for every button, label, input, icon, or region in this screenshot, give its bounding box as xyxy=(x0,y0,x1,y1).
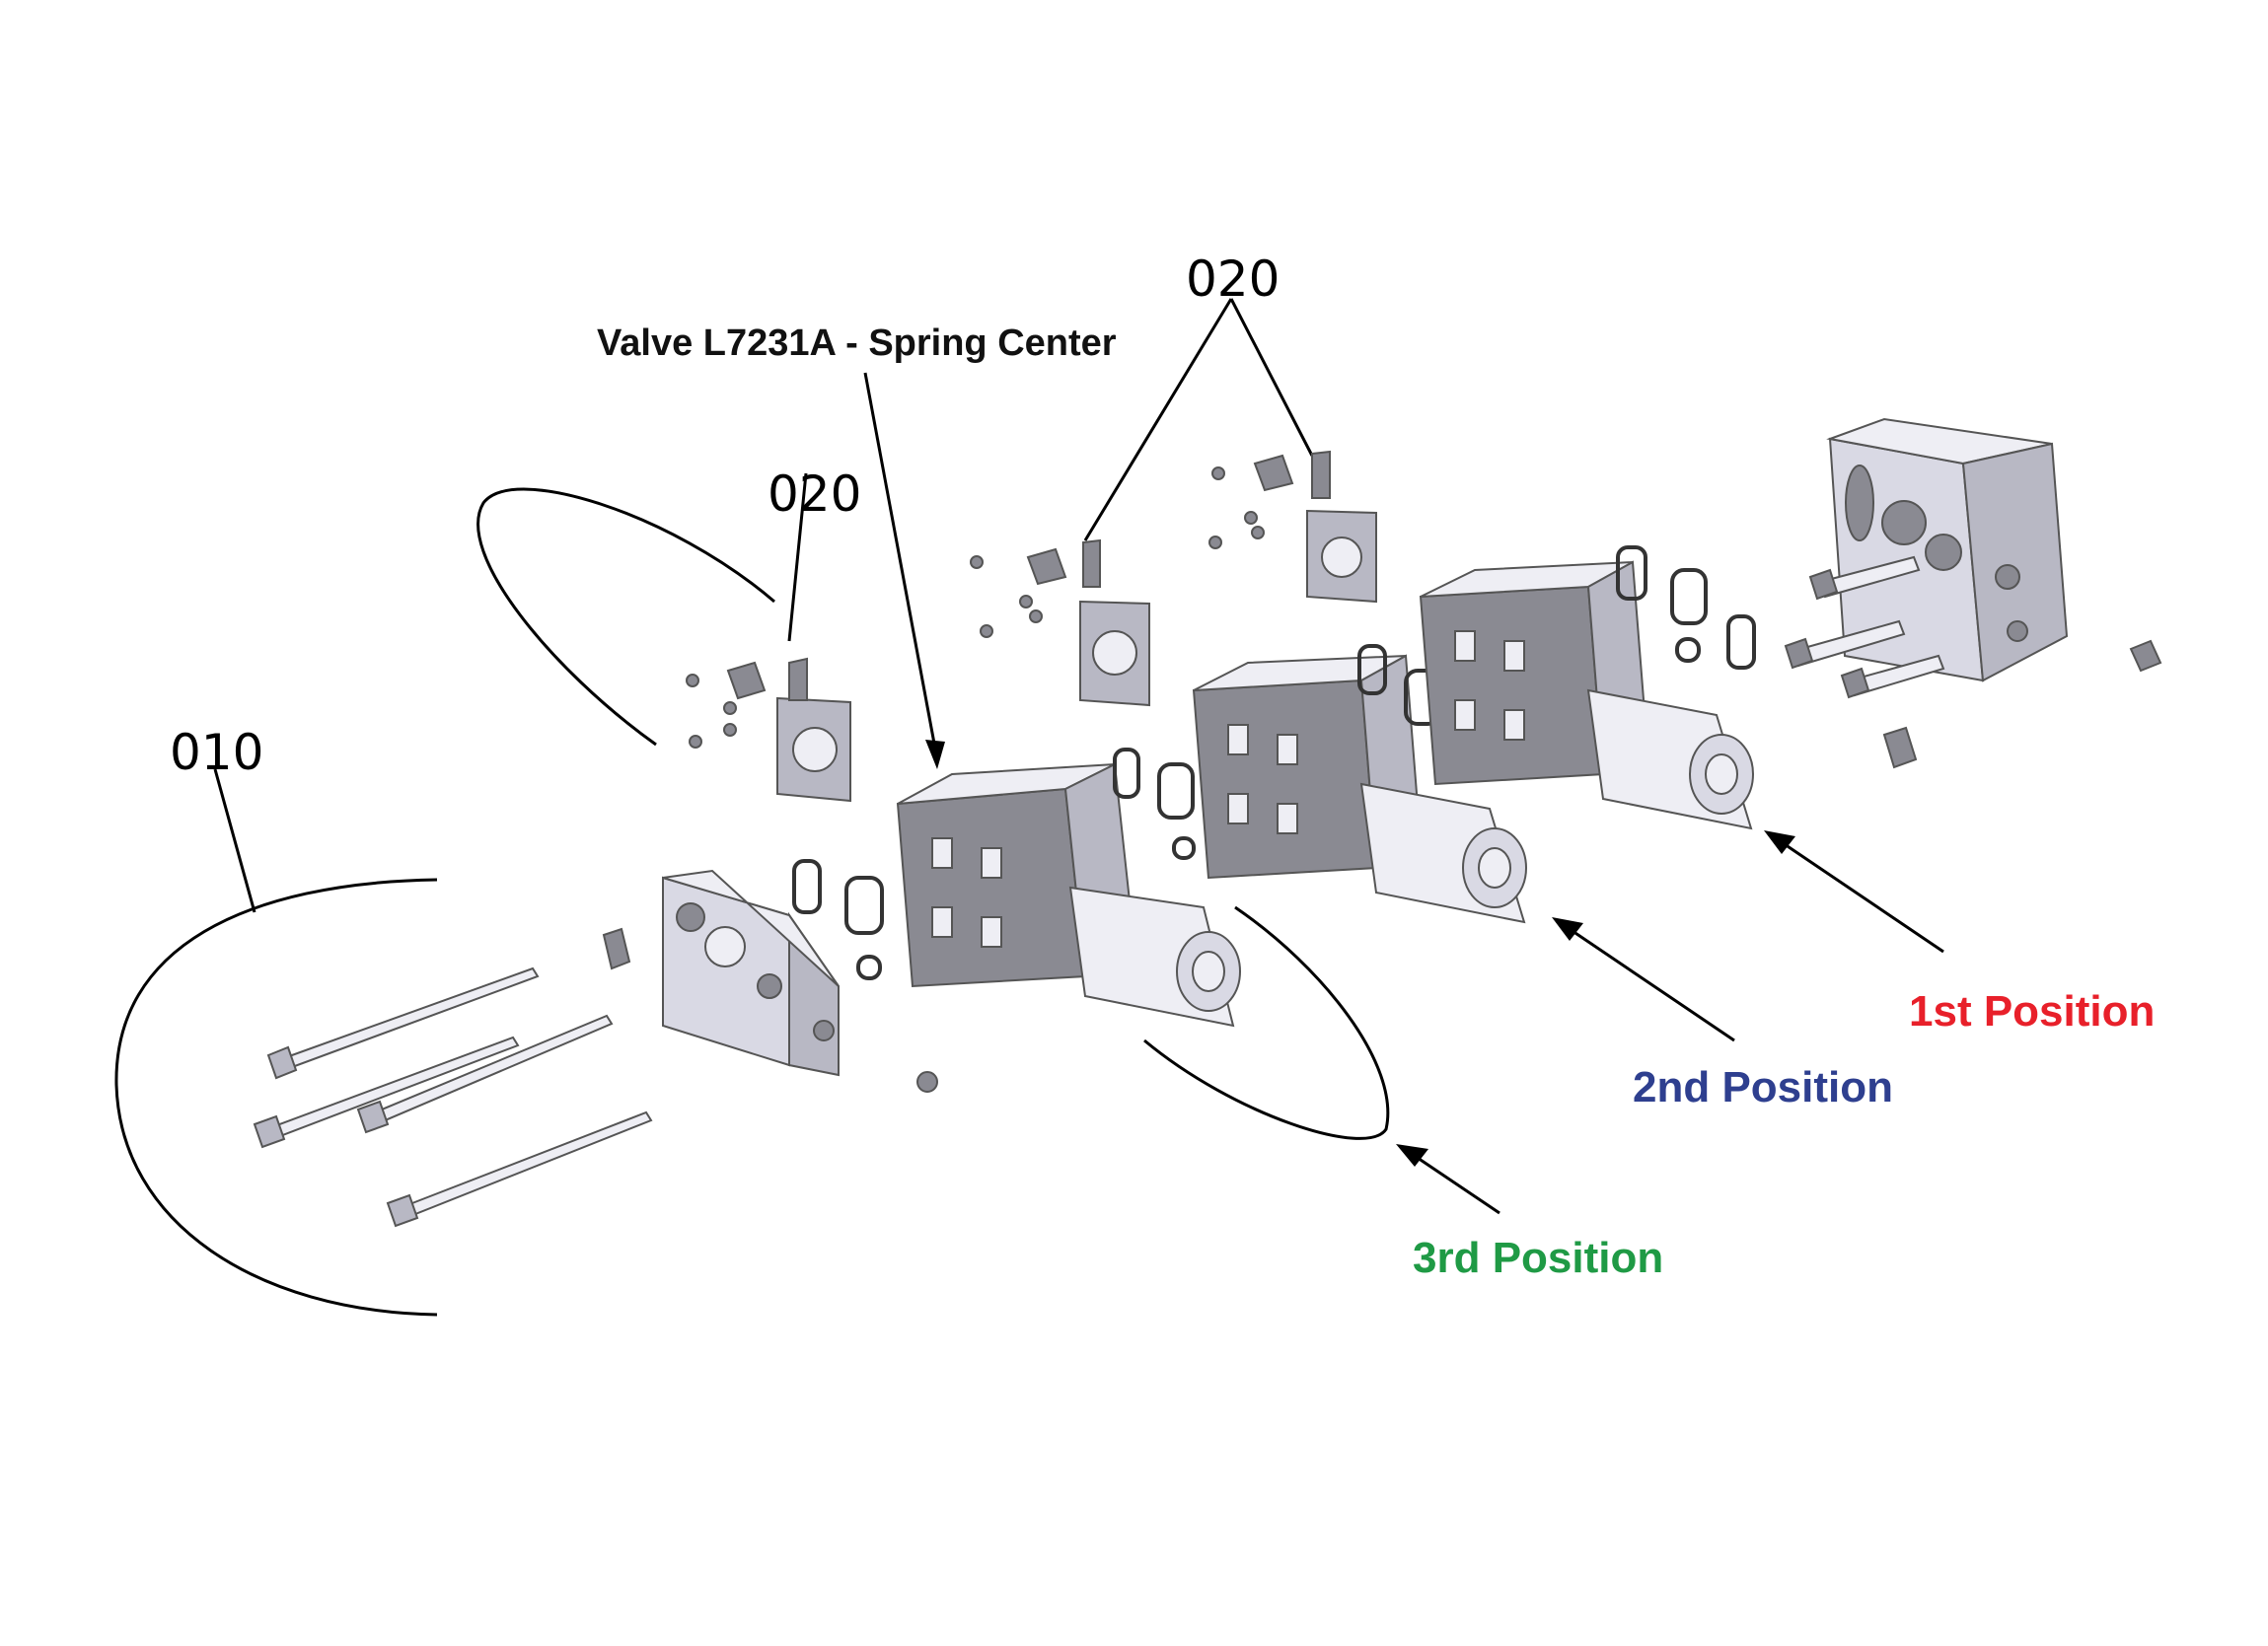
label-3rd-position: 3rd Position xyxy=(1413,1234,1663,1282)
callout-020-left-bracket xyxy=(476,487,775,747)
end-plate xyxy=(662,869,840,1077)
callout-020-left: 020 xyxy=(768,465,861,523)
callout-010-leader xyxy=(213,768,256,913)
arrow-3rd-position xyxy=(1396,1144,1500,1215)
label-1st-position: 1st Position xyxy=(1909,987,2155,1036)
tie-rod-1 xyxy=(266,966,540,1080)
seal-set-inlet xyxy=(1616,545,1756,670)
tie-rod-set xyxy=(253,966,653,1228)
title-leader-line xyxy=(863,372,939,760)
inlet-end-block xyxy=(1784,417,2069,699)
title-leader-arrowhead xyxy=(925,740,945,769)
end-plate-nut xyxy=(602,927,631,970)
arrow-2nd-position xyxy=(1552,917,1735,1042)
callout-010-bracket xyxy=(114,878,438,1317)
arrow-1st-position xyxy=(1764,830,1944,954)
tie-rod-2 xyxy=(253,1036,520,1149)
diagram-title: Valve L7231A - Spring Center xyxy=(597,322,1117,364)
callout-020-top-leader-b xyxy=(1229,298,1314,457)
loose-nut-left xyxy=(916,1071,938,1093)
tie-rod-4 xyxy=(386,1110,653,1228)
label-2nd-position: 2nd Position xyxy=(1633,1063,1893,1111)
inlet-nut-right xyxy=(2129,639,2162,673)
inlet-nut-lower xyxy=(1882,726,1918,769)
solenoid-plate-right xyxy=(1208,450,1377,604)
solenoid-plate-center xyxy=(970,538,1150,707)
callout-020-top: 020 xyxy=(1186,250,1280,308)
valve-section-3rd xyxy=(896,762,1241,1028)
callout-020-left-leader xyxy=(787,472,808,642)
tie-rod-3 xyxy=(356,1014,614,1134)
valve-section-2nd xyxy=(1192,654,1527,924)
third-section-bracket xyxy=(1143,905,1390,1140)
solenoid-plate-left xyxy=(686,657,851,803)
callout-020-top-leader-a xyxy=(1083,298,1233,541)
valve-section-1st xyxy=(1419,560,1754,830)
